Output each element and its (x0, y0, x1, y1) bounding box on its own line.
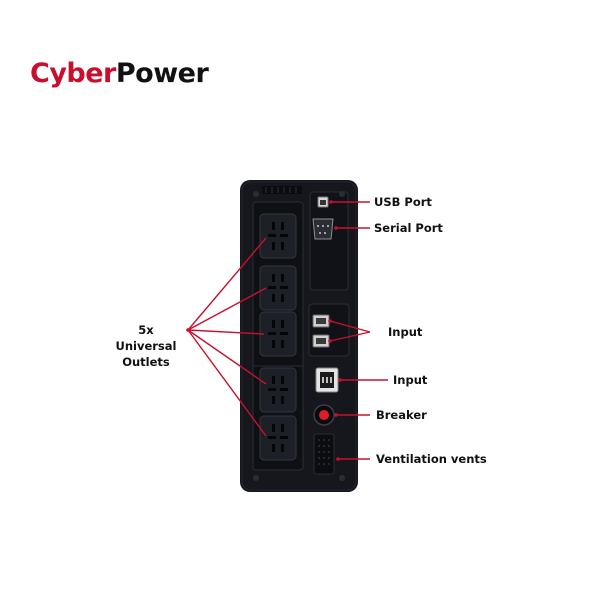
universal-outlet (259, 265, 297, 311)
serial-port-label: Serial Port (374, 221, 443, 235)
ventilation-label: Ventilation vents (376, 452, 487, 466)
ports-panel (309, 191, 349, 291)
logo-power: Power (115, 58, 209, 89)
universal-outlet (259, 415, 297, 461)
outlets-label-line2: Outlets (122, 355, 170, 369)
logo-cyber: Cyber (30, 58, 116, 89)
serial-port (312, 218, 334, 240)
universal-outlet (259, 367, 297, 413)
input-power-label: Input (393, 373, 428, 387)
outlets-label-line1: 5x Universal (115, 323, 177, 353)
universal-outlet (259, 311, 297, 357)
universal-outlet (259, 213, 297, 259)
rj-panel (308, 303, 350, 357)
input-rj-label: Input (388, 325, 423, 339)
cyberpower-logo: CyberPower (30, 58, 209, 89)
outlets-label: 5x Universal Outlets (106, 322, 186, 370)
breaker-label: Breaker (376, 408, 427, 422)
usb-port-label: USB Port (374, 195, 432, 209)
